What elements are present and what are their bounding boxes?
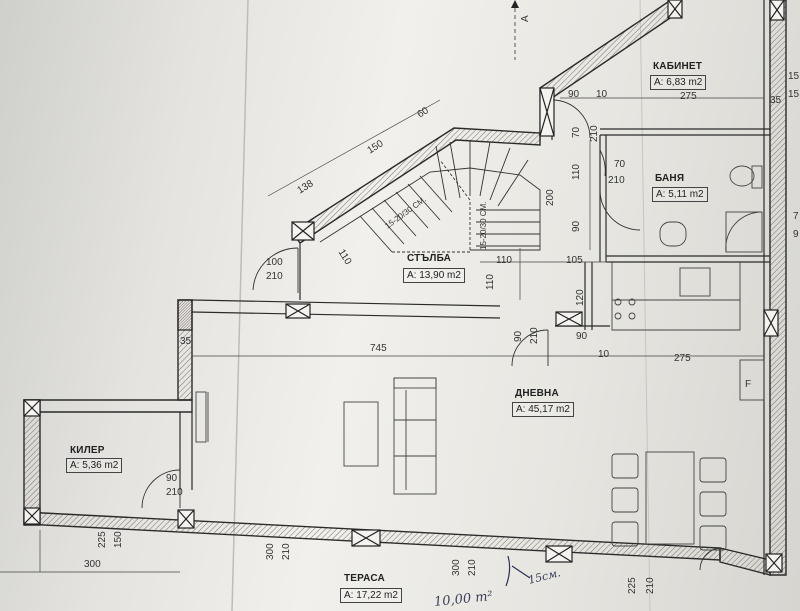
dimension-label: 210 <box>166 487 183 498</box>
window-markers <box>23 0 785 573</box>
room-area-terasa: A: 17,22 m2 <box>340 588 402 603</box>
dimension-label: 210 <box>467 559 478 576</box>
dimension-label: 10 <box>596 89 608 100</box>
room-name-kiler: КИЛЕР <box>70 445 105 456</box>
dimension-label: 110 <box>571 164 582 180</box>
dimension-label: 100 <box>266 257 283 268</box>
dimension-label: 90 <box>576 331 588 342</box>
dimension-label: 210 <box>281 543 292 560</box>
dimension-label: 210 <box>589 125 600 142</box>
dimension-label: 275 <box>674 353 691 364</box>
doors <box>141 99 721 571</box>
dimension-label: 225 <box>627 577 638 594</box>
dimension-label: 35 <box>180 336 192 347</box>
dimension-label: 15 <box>788 89 800 100</box>
dimension-label: 745 <box>370 343 387 354</box>
dimension-label: 210 <box>645 577 656 594</box>
stair-step-label: 15-20/30 СМ. <box>479 201 488 250</box>
room-name-terasa: ТЕРАСА <box>344 573 385 584</box>
dimension-label: 70 <box>571 126 582 138</box>
dimension-label: 90 <box>513 330 524 342</box>
dimension-label: 10 <box>598 349 610 360</box>
dimension-label: 300 <box>265 543 276 560</box>
room-name-banya: БАНЯ <box>655 173 685 184</box>
room-area-stalba: A: 13,90 m2 <box>403 268 465 283</box>
dimension-label: 210 <box>529 327 540 344</box>
room-area-dnevna: A: 45,17 m2 <box>512 402 574 417</box>
dimension-label: 9 <box>793 229 799 240</box>
room-area-kiler: A: 5,36 m2 <box>66 458 123 473</box>
dimension-label: 200 <box>545 189 556 206</box>
dimension-lines <box>0 97 764 573</box>
paper-fold <box>639 0 651 611</box>
dimension-label: 275 <box>680 91 697 102</box>
handwritten-mark <box>505 555 531 587</box>
dimension-label: 7 <box>793 211 799 222</box>
dimension-label: 210 <box>266 271 283 282</box>
north-label: A <box>520 15 531 22</box>
dimension-label: 110 <box>485 274 496 290</box>
room-name-stalba: СТЪЛБА <box>407 253 452 264</box>
staircase <box>319 140 541 253</box>
furniture <box>195 165 765 551</box>
dimension-label: 110 <box>496 255 512 266</box>
dimension-label: F <box>745 379 752 390</box>
dimension-label: 300 <box>84 559 101 570</box>
dimension-label: 210 <box>608 175 625 186</box>
dimension-label: 300 <box>451 559 462 576</box>
room-area-kabinet: A: 6,83 m2 <box>650 75 707 90</box>
room-name-kabinet: КАБИНЕТ <box>653 61 703 72</box>
dimension-label: 70 <box>614 159 626 170</box>
paper-fold <box>231 0 249 611</box>
north-arrow <box>511 0 519 60</box>
dimension-label: 15 <box>788 71 800 82</box>
dimension-label: 120 <box>575 289 586 306</box>
dimension-label: 90 <box>571 220 582 232</box>
dimension-label: 105 <box>566 255 583 266</box>
room-area-banya: A: 5,11 m2 <box>652 187 708 202</box>
dimension-label: 90 <box>166 473 178 484</box>
room-name-dnevna: ДНЕВНА <box>515 388 559 399</box>
dimension-label: 35 <box>770 95 782 106</box>
dimension-label: 90 <box>568 89 580 100</box>
dimension-label: 225 <box>97 531 108 548</box>
dimension-label: 150 <box>113 531 124 548</box>
